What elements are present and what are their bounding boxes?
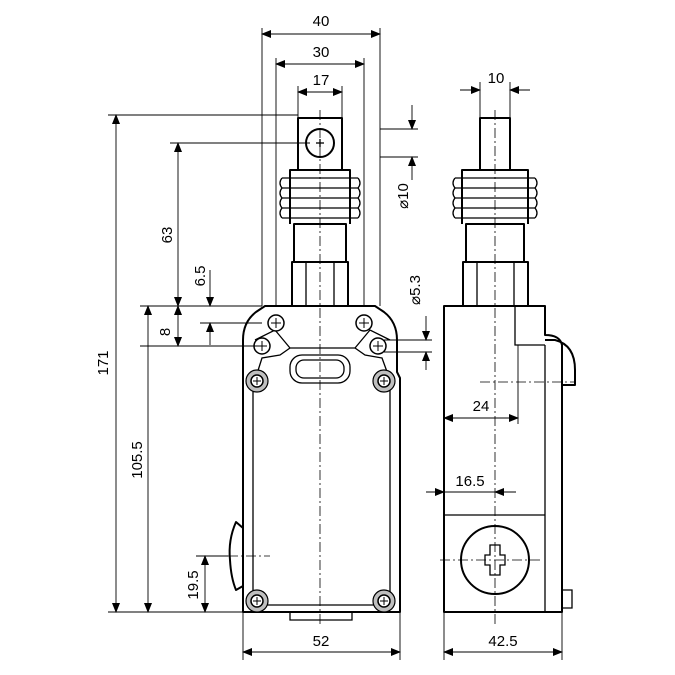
- dim-label-30: 30: [313, 44, 330, 61]
- dim-label-8: 8: [157, 328, 174, 336]
- dim-label-52: 52: [313, 633, 330, 650]
- dim-label-dia-10: ⌀10: [395, 183, 412, 209]
- dim-label-17: 17: [313, 72, 330, 89]
- dim-label-side-10: 10: [488, 70, 505, 87]
- dim-label-105-5: 105.5: [129, 441, 146, 479]
- front-cable-gland: [228, 521, 244, 591]
- dim-label-dia-5-3: ⌀5.3: [407, 275, 424, 305]
- screw-top-left: [267, 314, 285, 332]
- screw-top-right: [355, 314, 373, 332]
- dim-label-19-5: 19.5: [185, 570, 202, 599]
- front-view: [228, 110, 401, 625]
- side-body-step: [514, 306, 545, 346]
- screw-mid-right: [369, 337, 387, 355]
- side-dimensions: 10 24 16.5 42.5: [426, 70, 563, 660]
- dim-label-63: 63: [159, 227, 176, 244]
- dim-label-16-5: 16.5: [455, 473, 484, 490]
- front-slot-inner: [295, 359, 345, 379]
- front-dimensions: 40 30 17 171 63 6.5 8 105.5: [95, 13, 432, 660]
- screw-corner-bl: [245, 589, 269, 613]
- dim-label-40: 40: [313, 13, 330, 30]
- dim-label-42-5: 42.5: [488, 633, 517, 650]
- front-bracket-lines: [254, 329, 391, 349]
- side-cover-edge: [545, 339, 576, 386]
- front-body-inner: [252, 385, 391, 606]
- front-body-outline: [242, 305, 401, 613]
- side-knob-slot: [484, 544, 506, 576]
- dim-label-24: 24: [473, 398, 490, 415]
- side-cover-bottom: [562, 589, 573, 609]
- dim-label-171: 171: [95, 350, 112, 375]
- front-bottom-rim: [289, 612, 353, 621]
- side-plunger-tip: [479, 117, 511, 170]
- side-hex-nut: [462, 261, 529, 306]
- dim-label-6-5: 6.5: [192, 266, 209, 287]
- screw-corner-br: [372, 589, 396, 613]
- side-body-outline: [443, 305, 563, 613]
- screw-corner-tl: [245, 369, 269, 393]
- front-bracket-lines-2: [254, 347, 391, 381]
- screw-corner-tr: [372, 369, 396, 393]
- side-view: [440, 110, 576, 625]
